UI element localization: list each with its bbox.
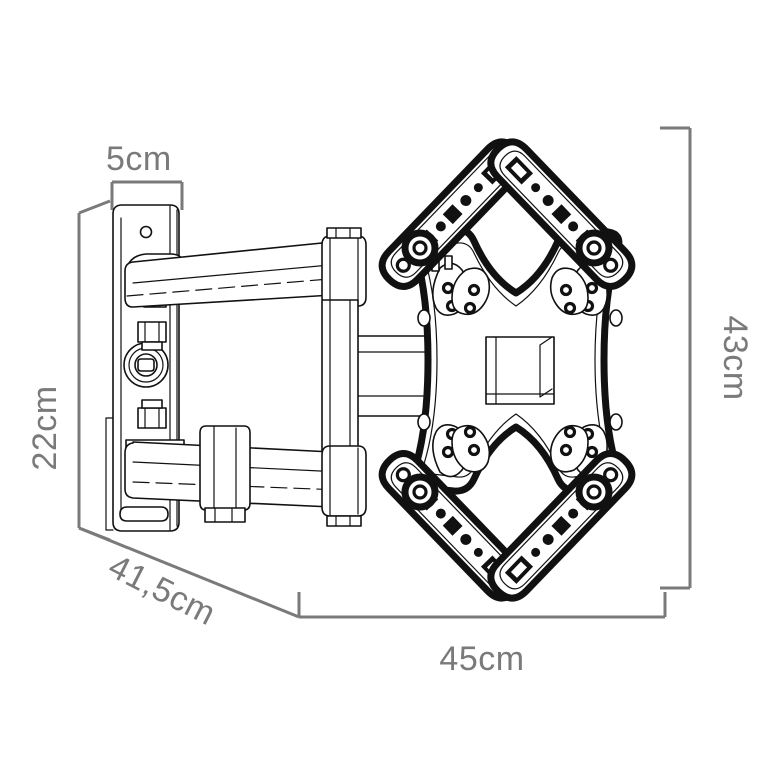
- vesa-mount-pad-top-right: [549, 262, 608, 316]
- vesa-plate: [409, 225, 623, 495]
- vesa-mount-pad-top-left: [432, 262, 491, 316]
- dimension-label-22cm: 22cm: [26, 385, 64, 470]
- dimension-label-45cm: 45cm: [439, 640, 524, 678]
- mid-hex-nut: [137, 321, 167, 351]
- dimension-lines-group: [77, 126, 692, 619]
- lower-articulating-arm: [124, 425, 367, 527]
- dimension-43cm-line: [660, 126, 692, 590]
- vesa-arm-pivots: [401, 229, 613, 511]
- arm-clamp-block: [199, 425, 251, 523]
- vesa-mount-pad-bottom-left: [432, 424, 491, 478]
- wall-plate-top-hole: [139, 225, 153, 239]
- dimension-45cm-line: [297, 592, 667, 619]
- low-hex-nut: [137, 399, 167, 429]
- dimension-label-5cm: 5cm: [106, 140, 172, 178]
- dimension-5cm-line: [110, 180, 184, 210]
- upper-articulating-arm: [124, 227, 367, 308]
- vesa-mount-pad-bottom-right: [549, 424, 608, 478]
- dimension-label-43cm: 43cm: [716, 315, 754, 400]
- pivot-joint: [123, 342, 169, 388]
- wall-plate-bottom-slot: [119, 506, 169, 522]
- vesa-center-boss: [485, 336, 555, 405]
